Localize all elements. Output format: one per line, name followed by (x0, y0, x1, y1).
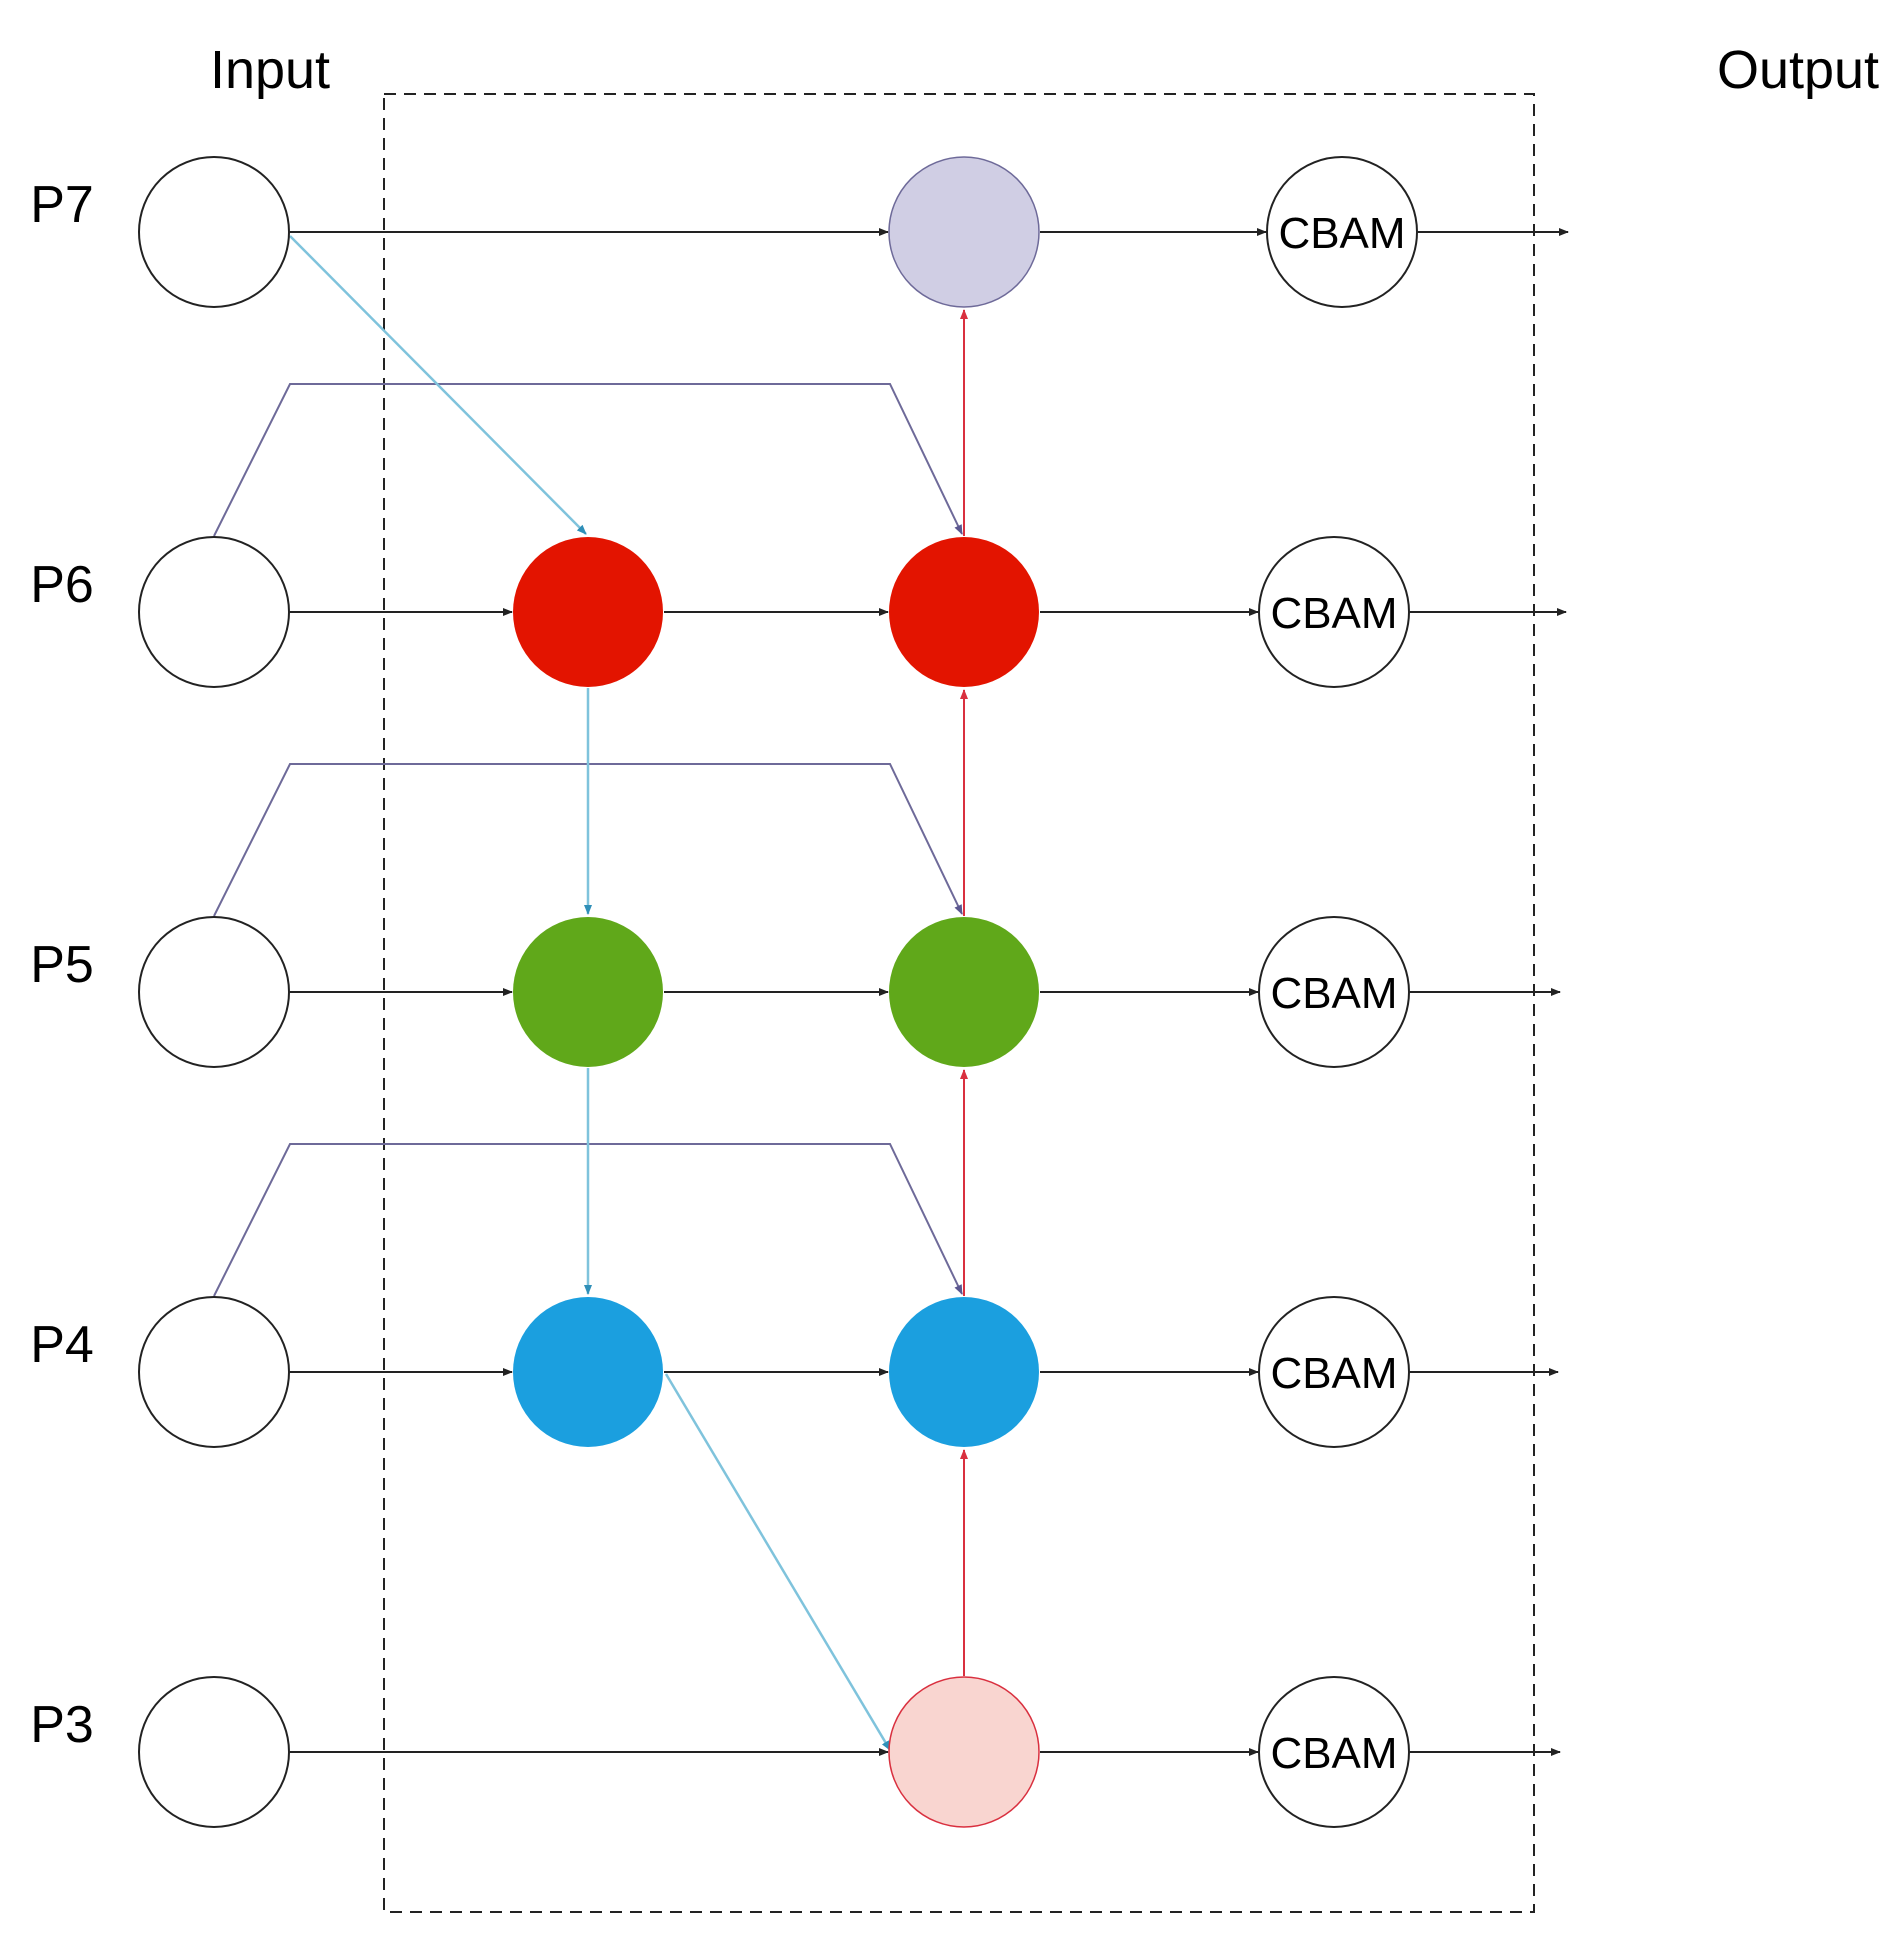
cbam-node-p6 (1258, 536, 1410, 688)
skip-p4-input-to-bu (213, 1143, 963, 1297)
td-p4-to-p3 (664, 1373, 892, 1751)
fused-node-p3 (888, 1676, 1040, 1828)
horizontal-connections (290, 228, 1569, 1756)
cbam-node-p3 (1258, 1676, 1410, 1828)
input-node-p6 (138, 536, 290, 688)
cbam-label-p7: CBAM (1278, 209, 1405, 258)
bu-node-p4 (889, 1297, 1039, 1447)
input-node-p7 (138, 156, 290, 308)
skip-p5-input-to-bu (213, 763, 963, 917)
fused-node-p7 (888, 156, 1040, 308)
td-node-p6 (513, 537, 663, 687)
bu-node-p5 (889, 917, 1039, 1067)
cbam-label-p4: CBAM (1270, 1349, 1397, 1398)
level-label-p4: P4 (30, 1316, 94, 1374)
input-nodes (138, 156, 290, 1828)
cbam-label-p5: CBAM (1270, 969, 1397, 1018)
cbam-nodes: CBAM CBAM CBAM CBAM CBAM (1258, 156, 1418, 1828)
td-node-p5 (513, 917, 663, 1067)
input-node-p3 (138, 1676, 290, 1828)
cbam-node-p7 (1266, 156, 1418, 308)
top-down-nodes (513, 537, 663, 1447)
cbam-label-p6: CBAM (1270, 589, 1397, 638)
td-node-p4 (513, 1297, 663, 1447)
td-p7-to-p6 (289, 235, 587, 535)
output-heading: Output (1717, 40, 1879, 100)
top-down-connections (289, 235, 892, 1751)
input-node-p4 (138, 1296, 290, 1448)
skip-connections (213, 383, 963, 1297)
level-label-p6: P6 (30, 556, 94, 614)
input-heading: Input (210, 40, 330, 100)
cbam-node-p4 (1258, 1296, 1410, 1448)
level-label-p3: P3 (30, 1696, 94, 1754)
cbam-label-p3: CBAM (1270, 1729, 1397, 1778)
level-label-p5: P5 (30, 936, 94, 994)
level-label-p7: P7 (30, 176, 94, 234)
bottom-up-nodes (888, 156, 1040, 1828)
input-node-p5 (138, 916, 290, 1068)
bu-node-p6 (889, 537, 1039, 687)
skip-p6-input-to-bu (213, 383, 963, 537)
fusion-block-frame (383, 93, 1535, 1913)
cbam-node-p5 (1258, 916, 1410, 1068)
